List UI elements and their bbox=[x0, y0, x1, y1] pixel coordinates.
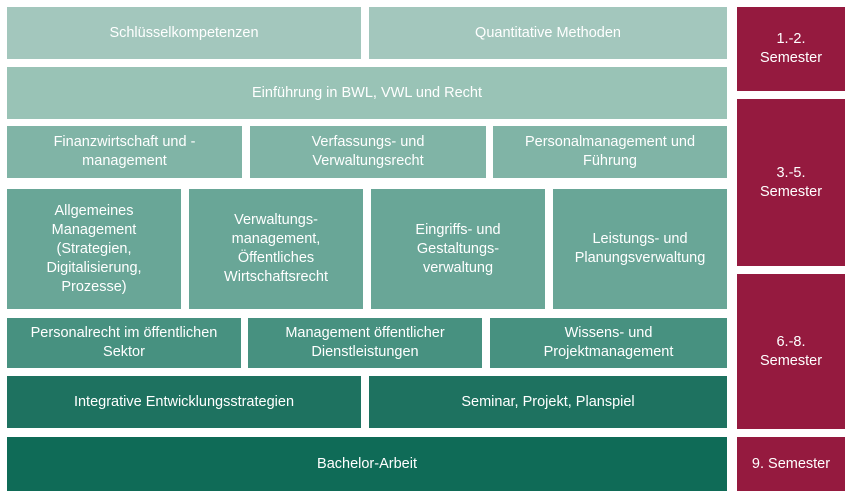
module-allgemeines-management: Allgemeines Management (Strategien, Digi… bbox=[7, 189, 181, 309]
semester-6-8: 6.-8. Semester bbox=[737, 274, 845, 429]
module-personalrecht: Personalrecht im öffentlichen Sektor bbox=[7, 318, 241, 368]
module-verwaltungsmanagement: Verwaltungs- management, Öffentliches Wi… bbox=[189, 189, 363, 309]
semester-9: 9. Semester bbox=[737, 437, 845, 491]
module-quantitative-methoden: Quantitative Methoden bbox=[369, 7, 727, 59]
semester-3-5: 3.-5. Semester bbox=[737, 99, 845, 266]
module-wissensmanagement: Wissens- und Projektmanagement bbox=[490, 318, 727, 368]
module-eingriffsverwaltung: Eingriffs- und Gestaltungs- verwaltung bbox=[371, 189, 545, 309]
module-dienstleistungen: Management öffentlicher Dienstleistungen bbox=[248, 318, 482, 368]
module-leistungsverwaltung: Leistungs- und Planungsverwaltung bbox=[553, 189, 727, 309]
module-seminar: Seminar, Projekt, Planspiel bbox=[369, 376, 727, 428]
module-personalmanagement: Personalmanagement und Führung bbox=[493, 126, 727, 178]
module-bachelor-arbeit: Bachelor-Arbeit bbox=[7, 437, 727, 491]
module-verfassungsrecht: Verfassungs- und Verwaltungsrecht bbox=[250, 126, 486, 178]
module-schluesselkompetenzen: Schlüsselkompetenzen bbox=[7, 7, 361, 59]
module-finanzwirtschaft: Finanzwirtschaft und -management bbox=[7, 126, 242, 178]
module-integrative-strategien: Integrative Entwicklungsstrategien bbox=[7, 376, 361, 428]
module-einfuehrung: Einführung in BWL, VWL und Recht bbox=[7, 67, 727, 119]
semester-1-2: 1.-2. Semester bbox=[737, 7, 845, 91]
